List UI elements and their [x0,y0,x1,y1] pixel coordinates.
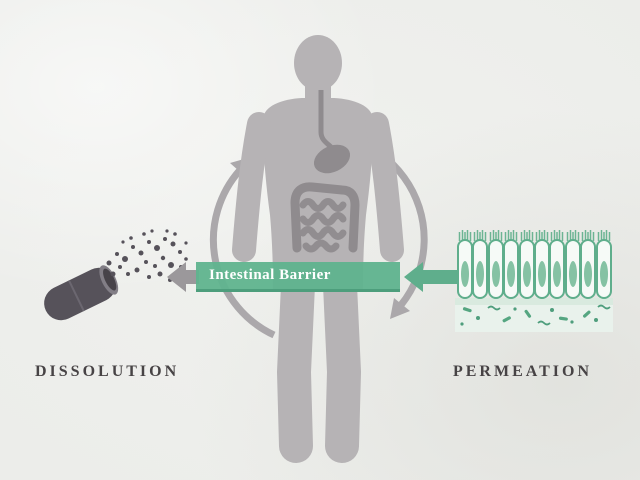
permeation-arrow-icon [404,262,457,292]
cycle-arrowhead-bottom [390,298,410,319]
body-head [294,35,342,91]
body-neck [305,84,331,102]
digestive-tract-illustration [290,90,360,253]
body-left-leg [277,268,315,463]
esophagus-icon [318,90,333,149]
body-right-leg [323,268,361,463]
intestinal-villi-icon [455,229,613,332]
intestinal-barrier-banner: Intestinal Barrier [196,262,400,292]
gut-microbes-icon [460,304,611,326]
body-left-arm [232,112,271,262]
stomach-icon [313,144,351,174]
dissolution-arrow-icon [167,262,199,292]
body-torso [263,98,373,292]
open-capsule-icon [44,265,119,321]
body-right-arm [365,112,404,262]
intestinal-barrier-label: Intestinal Barrier [209,267,331,283]
large-intestine-icon [290,182,360,253]
small-intestine-icon [299,198,347,253]
dissolution-label: DISSOLUTION [35,363,180,380]
human-body-silhouette [232,35,404,463]
permeation-label: PERMEATION [452,363,593,380]
